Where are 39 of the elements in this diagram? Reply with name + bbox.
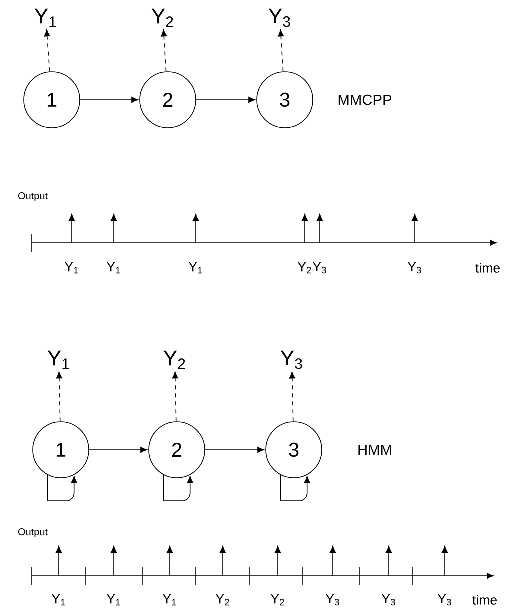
output-label: Y$_{1}$ (106, 262, 120, 274)
axis-label: time (476, 263, 500, 273)
emission-arrow (161, 30, 168, 72)
axis-label: Output (18, 528, 48, 538)
self-loop-arrow (47, 474, 78, 502)
self-loop-arrow (163, 474, 194, 502)
output-label: Y$_{3}$ (382, 594, 396, 606)
output-label: Y$_{1}$ (162, 594, 176, 606)
output-label: Y$_{2}$ (164, 350, 186, 370)
output-label: Y$_{3}$ (408, 262, 422, 274)
model-label: MMCPP (338, 94, 392, 106)
output-label: Y$_{2}$ (270, 594, 284, 606)
transition-arrow (196, 97, 256, 103)
output-label: Y$_{3}$ (438, 594, 452, 606)
model-label: HMM (358, 444, 392, 456)
output-label: Y$_{1}$ (64, 262, 78, 274)
transition-arrow (205, 447, 264, 453)
axis-label: Output (18, 192, 48, 202)
emission-arrow (172, 372, 178, 422)
self-loop-arrow (280, 474, 310, 502)
transition-arrow (80, 97, 139, 103)
output-label: Y$_{3}$ (280, 350, 302, 370)
transition-arrow (89, 447, 148, 453)
output-label: Y$_{2}$ (298, 262, 312, 274)
output-label: Y$_{2}$ (216, 594, 230, 606)
emission-arrow (56, 372, 62, 422)
emission-arrow (289, 372, 296, 422)
output-label: Y$_{2}$ (152, 8, 174, 28)
output-label: Y$_{1}$ (106, 594, 120, 606)
output-label: Y$_{3}$ (312, 262, 326, 274)
emission-arrow (44, 30, 50, 72)
output-label: Y$_{3}$ (268, 8, 290, 28)
output-label: Y$_{1}$ (188, 262, 202, 274)
axis-label: time (472, 595, 497, 605)
output-label: Y$_{1}$ (52, 594, 66, 606)
output-label: Y$_{1}$ (48, 350, 70, 370)
output-label: Y$_{1}$ (34, 8, 56, 28)
output-label: Y$_{3}$ (326, 594, 340, 606)
emission-arrow (278, 30, 284, 72)
